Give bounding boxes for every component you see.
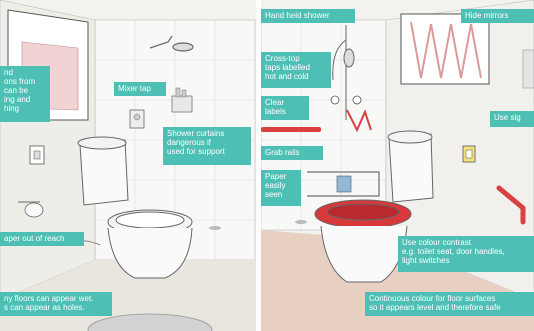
paper-out-of-reach-label: aper out of reach <box>0 232 84 246</box>
hand-held-shower-label: Hand held shower <box>261 9 355 23</box>
left-bathroom-drawing <box>0 0 256 331</box>
shiny-floors-label: ny floors can appear wet. s can appear a… <box>0 292 112 316</box>
paper-easily-seen-label: Paper easily seen <box>261 170 301 206</box>
left-bathroom-illustration: nd ons from can be ing and hing Mixer ta… <box>0 0 256 331</box>
light-switch-contrast <box>463 146 475 162</box>
shower-curtains-label: Shower curtains dangerous if used for su… <box>163 127 251 165</box>
floor-drain-right <box>295 220 307 224</box>
right-bathroom-illustration: Hand held shower Hide mirrors Cross-top … <box>261 0 534 331</box>
right-bathroom-drawing <box>261 0 534 331</box>
light-switch <box>30 146 44 164</box>
clear-labels-label: Clear labels <box>261 96 309 120</box>
cross-top-taps-label: Cross-top taps labelled hot and cold <box>261 52 331 88</box>
grab-rail-shower <box>261 127 321 132</box>
grab-rails-label: Grab rails <box>261 146 323 160</box>
hide-mirrors-label: Hide mirrors <box>461 9 534 23</box>
hand-dryer-label: nd ons from can be ing and hing <box>0 66 50 122</box>
mixer-tap <box>130 110 144 128</box>
sign-panel <box>523 50 534 88</box>
colour-contrast-label: Use colour contrast e.g. toilet seat, do… <box>398 236 534 272</box>
mirror-covered <box>401 14 489 84</box>
mixer-tap-label: Mixer tap <box>114 82 166 96</box>
use-signs-label: Use sig <box>490 111 534 127</box>
floor-drain <box>209 226 221 230</box>
continuous-colour-label: Continuous colour for floor surfaces so … <box>365 292 534 316</box>
